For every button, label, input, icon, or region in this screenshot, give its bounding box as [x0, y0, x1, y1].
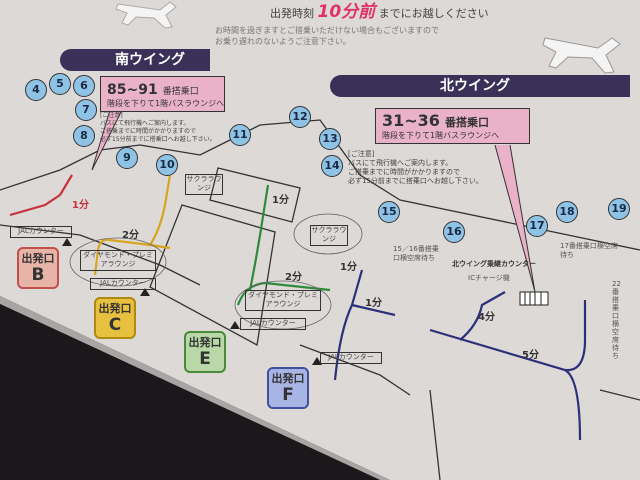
gate-6: 6 [73, 75, 95, 97]
drawn-circle [293, 213, 363, 255]
exit-letter: B [31, 265, 45, 285]
exit-label: 出発口 [21, 252, 55, 265]
gate-10: 10 [156, 154, 178, 176]
walk-time-green-up: 1分 [272, 195, 289, 206]
note-line: お時間を過ぎますとご搭乗いただけない場合もございますので [215, 26, 439, 35]
stairs-icon [519, 291, 549, 306]
gate-11: 11 [229, 124, 251, 146]
note-line: 必ず15分前までに搭乗口へお越し下さい。 [100, 136, 216, 143]
callout-gates: 31~36 [382, 111, 440, 130]
callout-sub: 階段を下りて1階バスラウンジへ [382, 131, 500, 140]
airplane-icon [115, 1, 177, 29]
south-wing-banner: 南ウイング [60, 49, 210, 71]
gate-17: 17 [526, 215, 548, 237]
note-line: 必ず15分前までに搭乗口へお越し下さい。 [348, 177, 483, 185]
note-title: [ご注意] [348, 150, 375, 158]
sakura-lounge-south: サクララウンジ [185, 174, 223, 195]
exit-label: 出発口 [188, 336, 222, 349]
blue-route [333, 269, 587, 441]
dark-table [0, 304, 380, 480]
callout-suffix: 番搭乗口 [445, 116, 490, 129]
paper-edge [0, 296, 390, 480]
walk-time-red: 1分 [72, 200, 89, 211]
callout-pointer [91, 109, 123, 171]
standby-15-16: 15／16番搭乗口横空席待ち [393, 245, 439, 262]
north-wing-banner: 北ウイング [330, 75, 630, 97]
exit-letter: F [282, 385, 294, 405]
walk-time-green: 2分 [285, 272, 302, 283]
header-note: お時間を過ぎますとご搭乗いただけない場合もございますので お乗り遅れのないようご… [215, 25, 439, 47]
walk-time-yellow: 2分 [122, 230, 139, 241]
walk-time-4min: 4分 [478, 312, 495, 323]
exit-label: 出発口 [98, 302, 132, 315]
standby-22: 22番搭乗口横空席待ち [612, 280, 621, 360]
note-line: お乗り遅れのないようご注意下さい。 [215, 37, 351, 46]
callout-note: [ご注意] バスにて飛行機へご案内します。 ご搭乗までに時間がかかりますので 必… [348, 150, 483, 186]
hall-block [149, 204, 276, 347]
callout-sub: 階段を下りて1階バスラウンジへ [107, 99, 225, 108]
standby-17: 17番搭乗口横空席待ち [560, 242, 618, 259]
diamond-lounge-right: ダイヤモンド・プレミアラウンジ [245, 290, 321, 311]
ic-charge-machine: ICチャージ機 [468, 274, 510, 282]
gate-15: 15 [378, 201, 400, 223]
drawn-circle [69, 237, 167, 287]
gate-14: 14 [321, 155, 343, 177]
wall [429, 389, 640, 480]
callout-gates: 85~91 [107, 82, 158, 98]
departure-time-notice: 出発時刻 10分前 までにお越しください [270, 2, 489, 24]
jal-counter-b: JALカウンター [10, 226, 72, 238]
walk-time-blue-up: 1分 [340, 262, 357, 273]
note-line: バスにて飛行機へご案内します。 [100, 120, 190, 127]
callout-suffix: 番搭乗口 [162, 87, 199, 97]
callout-gates-31-36: 31~36 番搭乗口 階段を下りて1階バスラウンジへ [375, 108, 530, 144]
note-line: ご搭乗までに時間がかかりますので [100, 128, 197, 135]
gate-13: 13 [319, 128, 341, 150]
exit-arrow-icon [62, 238, 72, 246]
walk-time-blue: 1分 [365, 298, 382, 309]
gate-18: 18 [556, 201, 578, 223]
exit-letter: E [199, 349, 211, 369]
callout-pointer [494, 144, 536, 293]
gate-16: 16 [443, 221, 465, 243]
gate-19: 19 [608, 198, 630, 220]
red-route [9, 174, 73, 217]
airplane-icon [542, 37, 621, 74]
gate-9: 9 [116, 147, 138, 169]
time-prefix: 出発時刻 [270, 7, 314, 20]
sakura-lounge-north: サクララウンジ [310, 225, 348, 246]
note-title: [ご注意] [100, 112, 123, 119]
transfer-counter: 北ウイング乗継カウンター [452, 260, 536, 268]
exit-label: 出発口 [271, 372, 305, 385]
jal-counter-e: JALカウンター [240, 318, 306, 330]
walk-time-5min: 5分 [522, 350, 539, 361]
callout-gates-85-91: 85~91 番搭乗口 階段を下りて1階バスラウンジへ [100, 76, 225, 112]
gate-4: 4 [25, 79, 47, 101]
callout-note: [ご注意] バスにて飛行機へご案内します。 ご搭乗までに時間がかかりますので 必… [100, 112, 216, 144]
exit-letter: C [108, 315, 122, 335]
diamond-lounge-left: ダイヤモンド・プレミアラウンジ [80, 250, 156, 271]
gate-12: 12 [289, 106, 311, 128]
gate-8: 8 [73, 125, 95, 147]
exit-arrow-icon [140, 288, 150, 296]
gate-7: 7 [75, 99, 97, 121]
note-line: ご搭乗までに時間がかかりますので [348, 168, 460, 176]
exit-arrow-icon [230, 321, 240, 329]
wall [299, 344, 411, 396]
jal-counter-f: JALカウンター [320, 352, 382, 364]
note-line: バスにて飛行機へご案内します。 [348, 159, 453, 167]
gate-5: 5 [49, 73, 71, 95]
jal-counter-c: JALカウンター [90, 278, 156, 290]
exit-arrow-icon [312, 357, 322, 365]
time-suffix: までにお越しください [378, 7, 489, 20]
hall-block-upper [209, 167, 301, 223]
time-highlight: 10分前 [317, 2, 376, 22]
